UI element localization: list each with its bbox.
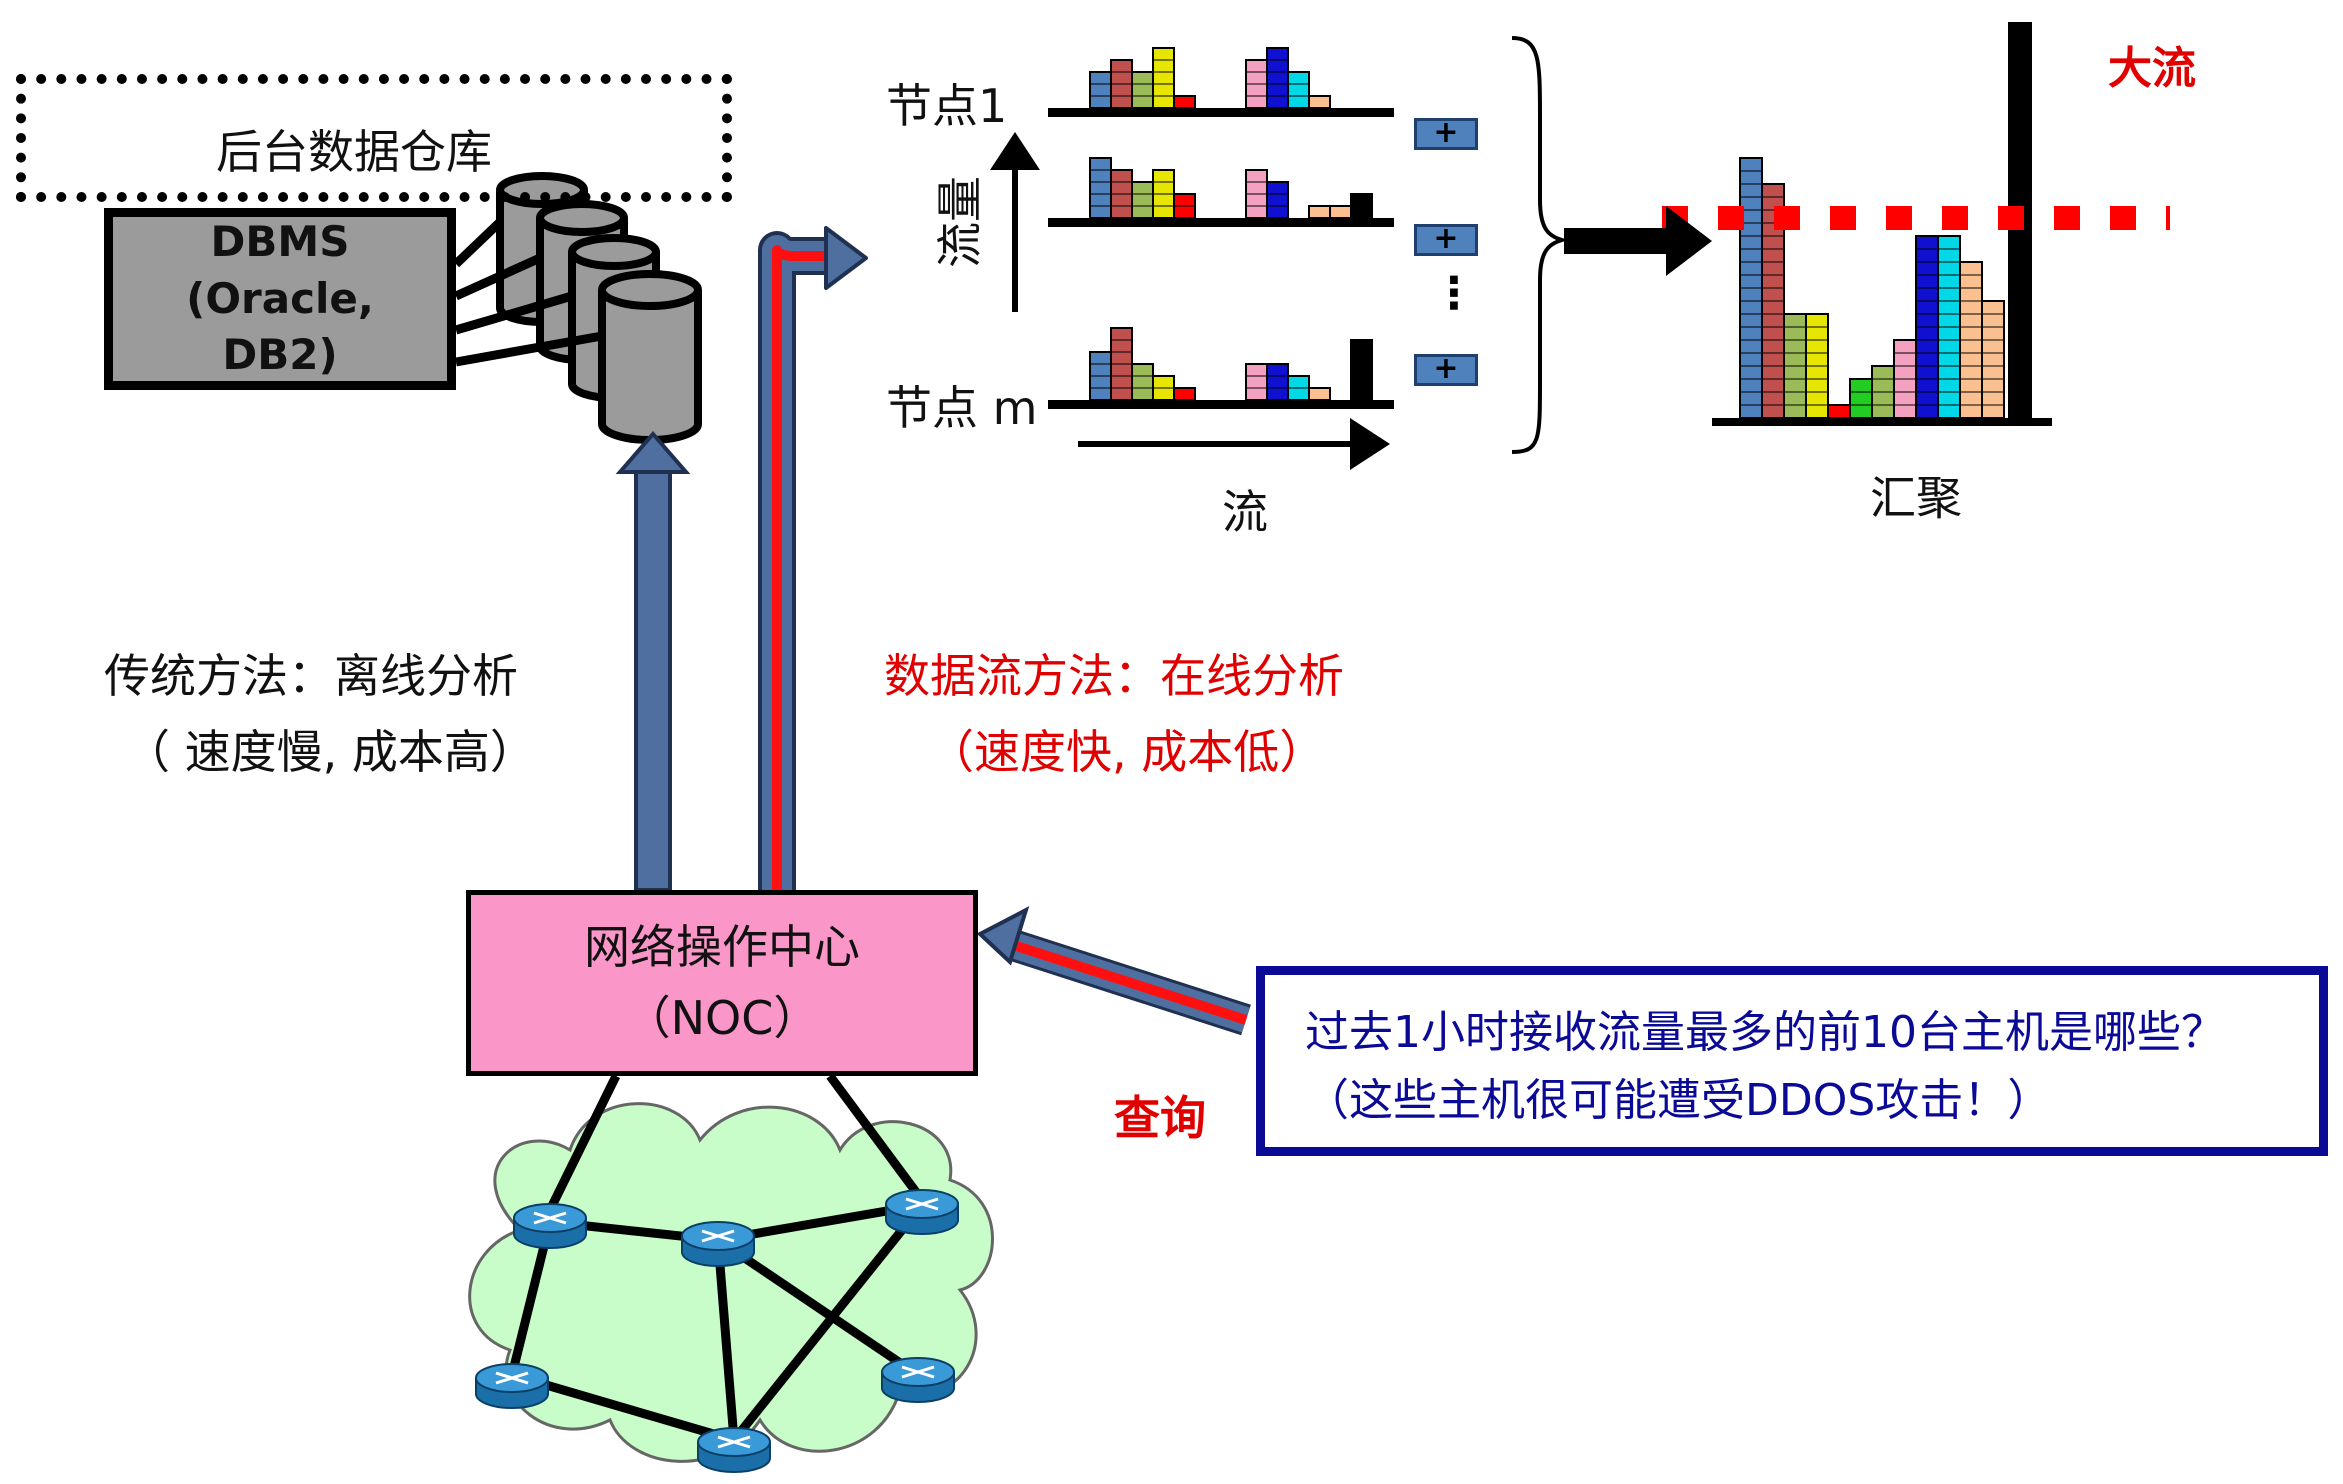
flow-bar [1287,71,1310,109]
flow-bar [1287,375,1310,401]
router-icon [475,1363,549,1409]
flow-bar [1089,351,1112,401]
network-cloud [468,1102,994,1463]
flow-bar [1131,71,1154,109]
flow-bar [1266,181,1289,219]
flow-bar [1266,363,1289,401]
flow-bar [1173,95,1196,109]
offline-path-arrow [615,430,691,892]
dbms-line1: DBMS [210,216,350,266]
flow-bar [1350,339,1373,401]
plus-icon-3: + [1414,354,1478,386]
flow-bar [1329,205,1352,219]
flow-bar [1245,59,1268,109]
flow-bar [1131,363,1154,401]
query-question: 过去1小时接收流量最多的前10台主机是哪些？ [1305,1007,2225,1058]
query-arrow [976,906,1251,1036]
noc-title: 网络操作中心 [584,919,860,974]
traditional-method-label: 传统方法：离线分析 [104,649,518,703]
flow-bar [1089,157,1112,219]
flow-bar [1245,363,1268,401]
flow-bar [1110,327,1133,401]
brace-icon [1511,36,1570,454]
node-m-label: 节点 m [886,381,1038,435]
flow-bar [1131,181,1154,219]
query-note: （这些主机很可能遭受DDOS攻击！） [1305,1075,2052,1127]
chart-baseline [1048,108,1394,117]
routers [475,1189,959,1473]
warehouse-title: 后台数据仓库 [216,125,492,179]
aggregate-baseline [1712,418,2052,426]
flow-bar [1308,387,1331,401]
x-axis-label: 流 [1222,485,1268,539]
traditional-method-note: （ 速度慢, 成本高） [124,725,536,779]
plus-icon-2: + [1414,224,1478,256]
flow-bar [1110,169,1133,219]
flow-bar [1152,47,1175,109]
flow-bar [1871,365,1895,419]
flow-bar [1959,261,1983,419]
dbms-box: DBMS (Oracle, DB2) [104,208,456,390]
flow-bar [1805,313,1829,419]
stream-method-label: 数据流方法：在线分析 [884,649,1344,703]
big-flow-label: 大流 [2108,43,2196,94]
dbms-line2: (Oracle, [186,273,374,323]
axis-arrows [990,132,1390,470]
flow-bar [1152,169,1175,219]
noc-box: 网络操作中心 （NOC） [466,890,978,1076]
node-1-label: 节点1 [886,79,1008,133]
router-icon [697,1427,771,1473]
y-axis-label: 流量 [933,176,987,268]
flow-bar [1915,235,1939,419]
chart-baseline [1048,218,1394,227]
database-cylinders-icon [452,172,702,444]
flow-bar [1173,387,1196,401]
flow-bar [1266,47,1289,109]
flow-bar [1849,378,1873,419]
flow-charts [1048,22,2170,426]
noc-subtitle: （NOC） [624,991,820,1045]
router-icon [881,1357,955,1403]
stream-method-note: （速度快, 成本低） [928,725,1326,779]
query-box: 过去1小时接收流量最多的前10台主机是哪些？ （这些主机很可能遭受DDOS攻击！… [1256,966,2328,1156]
flow-bar [1089,71,1112,109]
router-icon [885,1189,959,1235]
aggregate-arrow [1564,206,1712,276]
plus-icon-1: + [1414,118,1478,150]
flow-bar [1152,375,1175,401]
dbms-line3: DB2) [222,330,338,380]
ellipsis-icon: ⋮ [1432,268,1476,319]
aggregate-label: 汇聚 [1870,471,1962,525]
flow-bar [1783,313,1807,419]
query-label: 查询 [1114,1091,1206,1145]
flow-bar [1308,95,1331,109]
flow-bar [1110,59,1133,109]
flow-bar [1893,339,1917,419]
flow-bar [1827,404,1851,419]
flow-bar [1981,300,2005,419]
data-warehouse-box [16,74,732,202]
flow-bar [1761,183,1785,419]
flow-bar [1173,193,1196,219]
router-icon [513,1203,587,1249]
flow-bar [1245,169,1268,219]
flow-bar [1350,193,1373,219]
online-path-arrow [758,226,868,890]
flow-bar [1308,205,1331,219]
flow-bar [1937,235,1961,419]
chart-baseline [1048,400,1394,409]
flow-bar [1739,157,1763,419]
router-icon [681,1221,755,1267]
